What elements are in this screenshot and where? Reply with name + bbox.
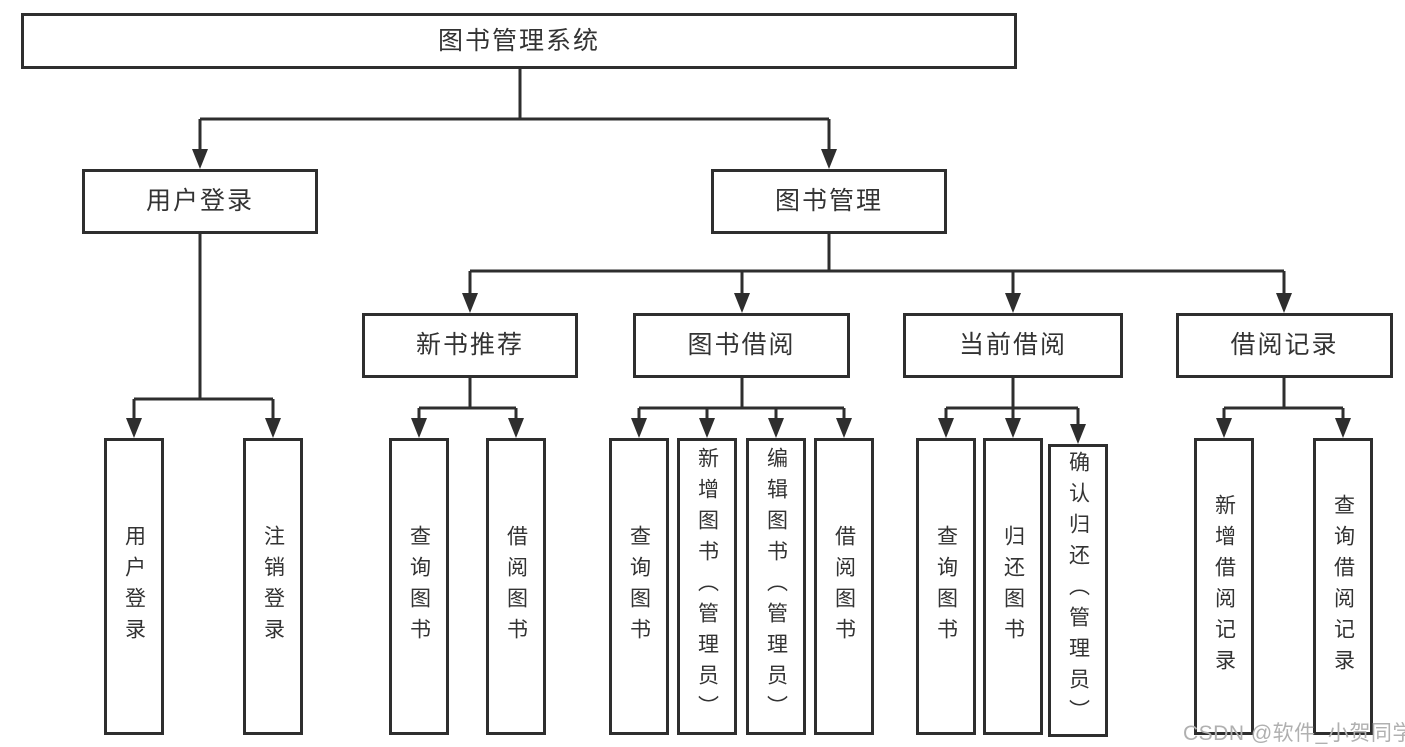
node-book-borrow-label: 图书借阅 xyxy=(687,331,796,359)
node-root-label: 图书管理系统 xyxy=(437,26,600,55)
node-current-borrow-label: 当前借阅 xyxy=(958,331,1067,359)
leaf-logout-label: 注销登录 xyxy=(261,524,285,649)
leaf-query-books-recommend-label: 查询图书 xyxy=(407,524,431,649)
node-user-login-label: 用户登录 xyxy=(145,187,254,215)
connector-book-borrow-branch xyxy=(631,378,852,438)
leaf-query-books-current: 查询图书 xyxy=(916,438,976,735)
connector-new-book-recommend-branch xyxy=(411,378,524,438)
leaf-user-login: 用户登录 xyxy=(104,438,164,735)
leaf-edit-books-admin-label: 编辑图书（管理员） xyxy=(764,447,788,726)
node-new-book-recommend-label: 新书推荐 xyxy=(415,331,524,359)
leaf-confirm-return-admin: 确认归还（管理员） xyxy=(1048,444,1108,737)
leaf-add-borrow-record-label: 新增借阅记录 xyxy=(1212,493,1236,680)
leaf-return-books: 归还图书 xyxy=(983,438,1043,735)
node-root: 图书管理系统 xyxy=(21,13,1017,69)
leaf-edit-books-admin: 编辑图书（管理员） xyxy=(746,438,806,735)
node-borrow-records-label: 借阅记录 xyxy=(1230,331,1339,359)
node-current-borrow: 当前借阅 xyxy=(903,313,1123,378)
node-borrow-records: 借阅记录 xyxy=(1176,313,1393,378)
leaf-query-borrow-record: 查询借阅记录 xyxy=(1313,438,1373,735)
leaf-logout: 注销登录 xyxy=(243,438,303,735)
leaf-query-books-current-label: 查询图书 xyxy=(934,524,958,649)
leaf-query-books-borrow-label: 查询图书 xyxy=(627,524,651,649)
node-book-borrow: 图书借阅 xyxy=(633,313,850,378)
leaf-query-borrow-record-label: 查询借阅记录 xyxy=(1331,493,1355,680)
node-user-login: 用户登录 xyxy=(82,169,318,234)
leaf-add-books-admin-label: 新增图书（管理员） xyxy=(695,447,719,726)
leaf-query-books-borrow: 查询图书 xyxy=(609,438,669,735)
leaf-return-books-label: 归还图书 xyxy=(1001,524,1025,649)
leaf-borrow-books-label: 借阅图书 xyxy=(832,524,856,649)
connector-user-login-branch xyxy=(126,234,281,438)
leaf-add-borrow-record: 新增借阅记录 xyxy=(1194,438,1254,735)
leaf-borrow-books-recommend-label: 借阅图书 xyxy=(504,524,528,649)
connector-book-management-branch xyxy=(462,234,1292,313)
leaf-borrow-books-recommend: 借阅图书 xyxy=(486,438,546,735)
leaf-query-books-recommend: 查询图书 xyxy=(389,438,449,735)
node-new-book-recommend: 新书推荐 xyxy=(362,313,578,378)
csdn-watermark: CSDN @软件_小贺同学 xyxy=(1183,722,1405,745)
leaf-borrow-books: 借阅图书 xyxy=(814,438,874,735)
leaf-add-books-admin: 新增图书（管理员） xyxy=(677,438,737,735)
connector-borrow-records-branch xyxy=(1216,378,1351,438)
leaf-user-login-label: 用户登录 xyxy=(122,524,146,649)
node-book-management-label: 图书管理 xyxy=(774,187,883,215)
connector-current-borrow-branch xyxy=(938,378,1086,444)
connector-root-branch xyxy=(192,68,837,169)
node-book-management: 图书管理 xyxy=(711,169,947,234)
leaf-confirm-return-admin-label: 确认归还（管理员） xyxy=(1066,451,1090,730)
